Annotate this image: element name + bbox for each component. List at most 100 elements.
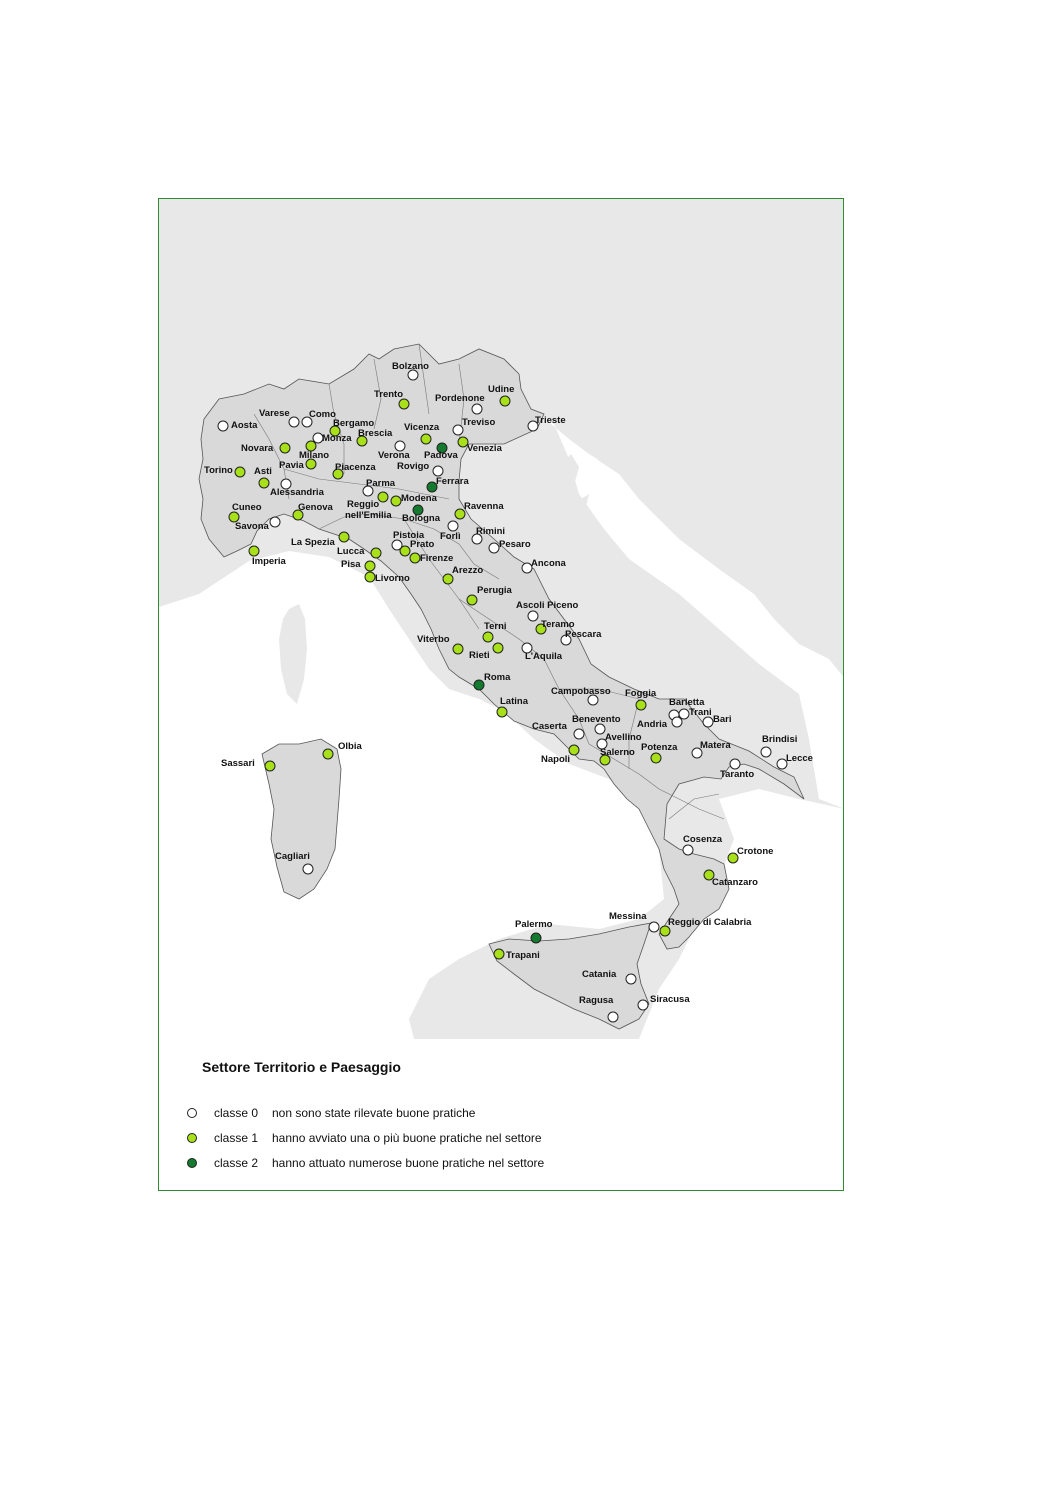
city-label: Monza (322, 433, 352, 444)
city-marker (412, 504, 424, 516)
city-modena: Modena (390, 493, 438, 507)
city-label: Cuneo (232, 502, 262, 513)
legend-dot-lightgreen (187, 1133, 197, 1143)
city-label: Livorno (375, 573, 410, 584)
city-imperia: Imperia (248, 545, 287, 567)
city-marker (399, 545, 411, 557)
city-label: Potenza (641, 742, 678, 753)
city-label: Salerno (600, 747, 635, 758)
city-label: Catania (582, 969, 617, 980)
city-label: Venezia (467, 443, 503, 454)
city-marker (635, 699, 647, 711)
city-label: Bergamo (333, 418, 374, 429)
city-marker (420, 433, 432, 445)
city-marker (452, 424, 464, 436)
city-label: Parma (366, 478, 396, 489)
city-ancona: Ancona (521, 558, 567, 574)
city-marker (471, 533, 483, 545)
city-label: Benevento (572, 714, 621, 725)
city-lecce: Lecce (776, 753, 813, 770)
city-marker (447, 520, 459, 532)
city-brindisi: Brindisi (760, 734, 797, 758)
city-milano: Milano (299, 440, 329, 461)
city-marker (409, 552, 421, 564)
city-marker (573, 728, 585, 740)
city-bari: Bari (702, 714, 731, 728)
city-label: Siracusa (650, 994, 690, 1005)
city-label: Pistoia (393, 530, 425, 541)
city-label: Brescia (358, 428, 393, 439)
city-marker (659, 925, 671, 937)
city-pistoia: Pistoia (391, 530, 425, 551)
city-marker (729, 758, 741, 770)
city-roma: Roma (473, 672, 511, 691)
city-label: Messina (609, 911, 647, 922)
city-parma: Parma (362, 478, 396, 497)
city-label: Udine (488, 384, 514, 395)
city-prato: Prato (399, 539, 434, 557)
city-catania: Catania (582, 969, 637, 985)
city-marker (305, 440, 317, 452)
dalmatia-coast (554, 199, 843, 659)
city-label: Andria (637, 719, 668, 730)
city-marker (678, 708, 690, 720)
city-ascoli-piceno: Ascoli Piceno (516, 600, 578, 622)
city-marker (596, 738, 608, 750)
legend-description: non sono state rilevate buone pratiche (272, 1106, 476, 1120)
city-marker (527, 610, 539, 622)
city-trento: Trento (374, 389, 410, 410)
city-rovigo: Rovigo (397, 461, 444, 477)
city-marker (312, 432, 324, 444)
city-pavia: Pavia (279, 458, 317, 471)
city-marker (466, 594, 478, 606)
city-marker (426, 481, 438, 493)
legend-class-label: classe 0 (214, 1106, 259, 1120)
city-marker (364, 560, 376, 572)
city-campobasso: Campobasso (551, 686, 611, 706)
city-siracusa: Siracusa (637, 994, 690, 1011)
city-label: Modena (401, 493, 438, 504)
city-marker (648, 921, 660, 933)
city-label: Rovigo (397, 461, 429, 472)
city-label: Novara (241, 443, 274, 454)
city-label: Forlì (440, 531, 461, 542)
city-label: Napoli (541, 754, 570, 765)
city-marker (407, 369, 419, 381)
city-label: Aosta (231, 420, 258, 431)
city-label: Teramo (541, 619, 575, 630)
city-label: Asti (254, 466, 272, 477)
city-forl: Forlì (440, 520, 461, 542)
city-marker (292, 509, 304, 521)
city-label: Palermo (515, 919, 553, 930)
city-marker (637, 999, 649, 1011)
city-label: Alessandria (270, 487, 325, 498)
city-label: Prato (410, 539, 434, 550)
city-marker (607, 1011, 619, 1023)
city-label: Sassari (221, 758, 255, 769)
city-label: Imperia (252, 556, 287, 567)
city-label: Arezzo (452, 565, 483, 576)
city-label: Ravenna (464, 501, 504, 512)
city-matera: Matera (691, 740, 731, 759)
city-marker (258, 477, 270, 489)
city-label: Ancona (531, 558, 567, 569)
city-marker (457, 436, 469, 448)
city-marker (496, 706, 508, 718)
city-label: Bari (713, 714, 731, 725)
ionian-sea (639, 789, 843, 1039)
city-marker (499, 395, 511, 407)
city-bologna: Bologna (402, 504, 441, 524)
city-olbia: Olbia (322, 741, 362, 760)
city-label: Campobasso (551, 686, 611, 697)
city-label: Barletta (669, 697, 705, 708)
city-perugia: Perugia (466, 585, 513, 606)
city-asti: Asti (254, 466, 272, 489)
city-marker (228, 511, 240, 523)
city-brescia: Brescia (356, 428, 393, 447)
city-savona: Savona (235, 516, 281, 532)
city-padova: Padova (424, 442, 459, 461)
city-novara: Novara (241, 442, 291, 454)
